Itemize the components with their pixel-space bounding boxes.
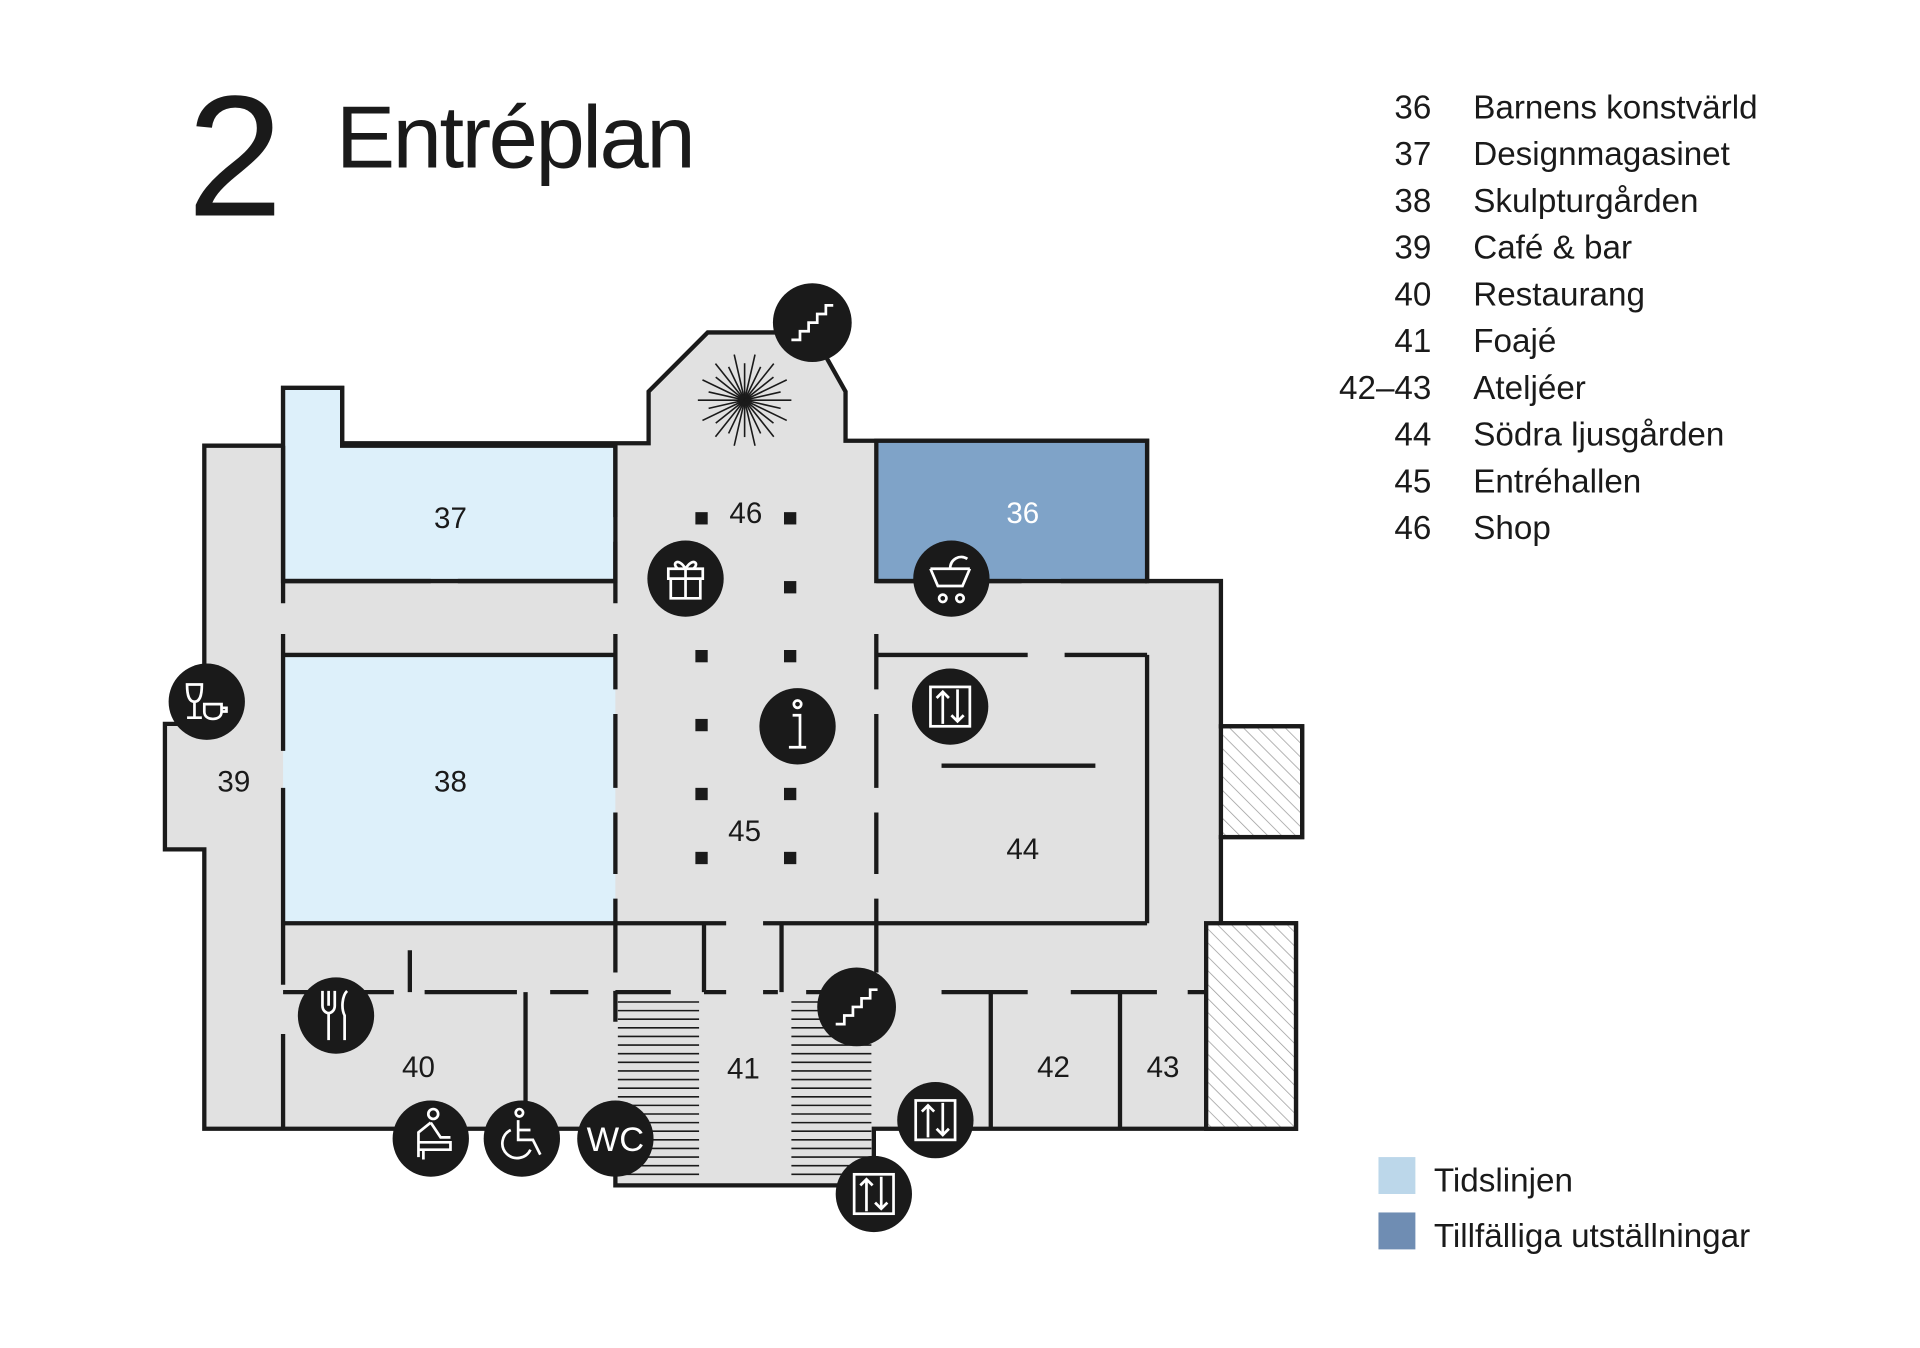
elevator-icon[interactable]: [835, 1155, 912, 1233]
room-46[interactable]: 46: [729, 497, 762, 530]
room-40[interactable]: 40: [402, 1051, 435, 1084]
key-label-timeline: Tidslinjen: [1434, 1163, 1573, 1200]
color-key: Tidslinjen Tillfälliga utställningar: [1378, 1157, 1750, 1255]
legend-number: 45: [1394, 463, 1431, 500]
room-42[interactable]: 42: [1037, 1051, 1070, 1084]
legend-name: Foajé: [1473, 323, 1556, 360]
pillar: [784, 787, 797, 801]
legend-number: 40: [1394, 276, 1431, 313]
legend-name: Designmagasinet: [1473, 136, 1730, 173]
key-label-temporary: Tillfälliga utställningar: [1434, 1218, 1750, 1255]
legend-number: 38: [1394, 183, 1431, 220]
legend-name: Shop: [1473, 510, 1551, 547]
legend-number: 42–43: [1339, 370, 1431, 407]
room-44[interactable]: 44: [1006, 833, 1039, 866]
baby-changing-icon[interactable]: [392, 1100, 469, 1177]
legend-name: Ateljéer: [1473, 370, 1586, 407]
pillar: [784, 650, 797, 663]
room-43[interactable]: 43: [1147, 1051, 1180, 1084]
floor-number: 2: [187, 60, 283, 253]
pillar: [695, 718, 708, 732]
room-38[interactable]: 38: [434, 766, 467, 799]
restaurant-cutlery-icon[interactable]: [297, 977, 375, 1054]
hatched-area-2: [1204, 921, 1299, 1131]
pillar: [695, 512, 708, 525]
legend-name: Restaurang: [1473, 276, 1645, 313]
room-36[interactable]: 36: [1006, 497, 1039, 530]
legend-name: Södra ljusgården: [1473, 417, 1724, 454]
legend-number: 37: [1394, 136, 1431, 173]
legend-number: 46: [1394, 510, 1431, 547]
pillar: [784, 512, 797, 525]
room-37[interactable]: 37: [434, 502, 467, 535]
svg-text:WC: WC: [587, 1121, 644, 1159]
legend-name: Café & bar: [1473, 230, 1632, 267]
room-37-fill: [280, 385, 618, 584]
stairs-icon[interactable]: [772, 283, 852, 362]
elevator-icon[interactable]: [912, 668, 989, 745]
legend-number: 36: [1394, 89, 1431, 126]
legend-number: 44: [1394, 417, 1431, 454]
information-icon[interactable]: [759, 688, 836, 765]
hatched-area-1: [1218, 724, 1305, 840]
pillars: [695, 512, 797, 865]
sunburst-sculpture-icon: [697, 354, 792, 446]
pillar: [695, 787, 708, 801]
gift-shop-icon[interactable]: [647, 540, 724, 617]
elevator-icon[interactable]: [897, 1082, 974, 1159]
wheelchair-icon[interactable]: [483, 1100, 560, 1177]
legend-name: Barnens konstvärld: [1473, 89, 1757, 126]
stroller-icon[interactable]: [913, 540, 990, 617]
room-45[interactable]: 45: [728, 815, 761, 848]
key-swatch-temporary: [1378, 1212, 1416, 1250]
legend-number: 41: [1394, 323, 1431, 360]
pillar: [784, 581, 797, 594]
room-41[interactable]: 41: [727, 1052, 760, 1085]
legend-name: Skulpturgården: [1473, 183, 1698, 220]
legend-name: Entréhallen: [1473, 463, 1641, 500]
room-labels: 36 37 38 39 40 41 42 43 44 45 46: [217, 497, 1179, 1085]
key-swatch-timeline: [1378, 1157, 1416, 1194]
pillar: [784, 851, 797, 865]
interior-walls: [280, 445, 1207, 1129]
pillar: [695, 851, 708, 865]
cafe-bar-icon[interactable]: [168, 663, 245, 740]
floor-title: Entréplan: [336, 88, 693, 187]
wc-icon[interactable]: WC: [577, 1100, 654, 1177]
pillar: [695, 650, 708, 663]
legend-number: 39: [1394, 230, 1431, 267]
room-38-fill: [283, 654, 616, 924]
stairs-icon[interactable]: [817, 967, 896, 1047]
room-39[interactable]: 39: [217, 766, 250, 799]
